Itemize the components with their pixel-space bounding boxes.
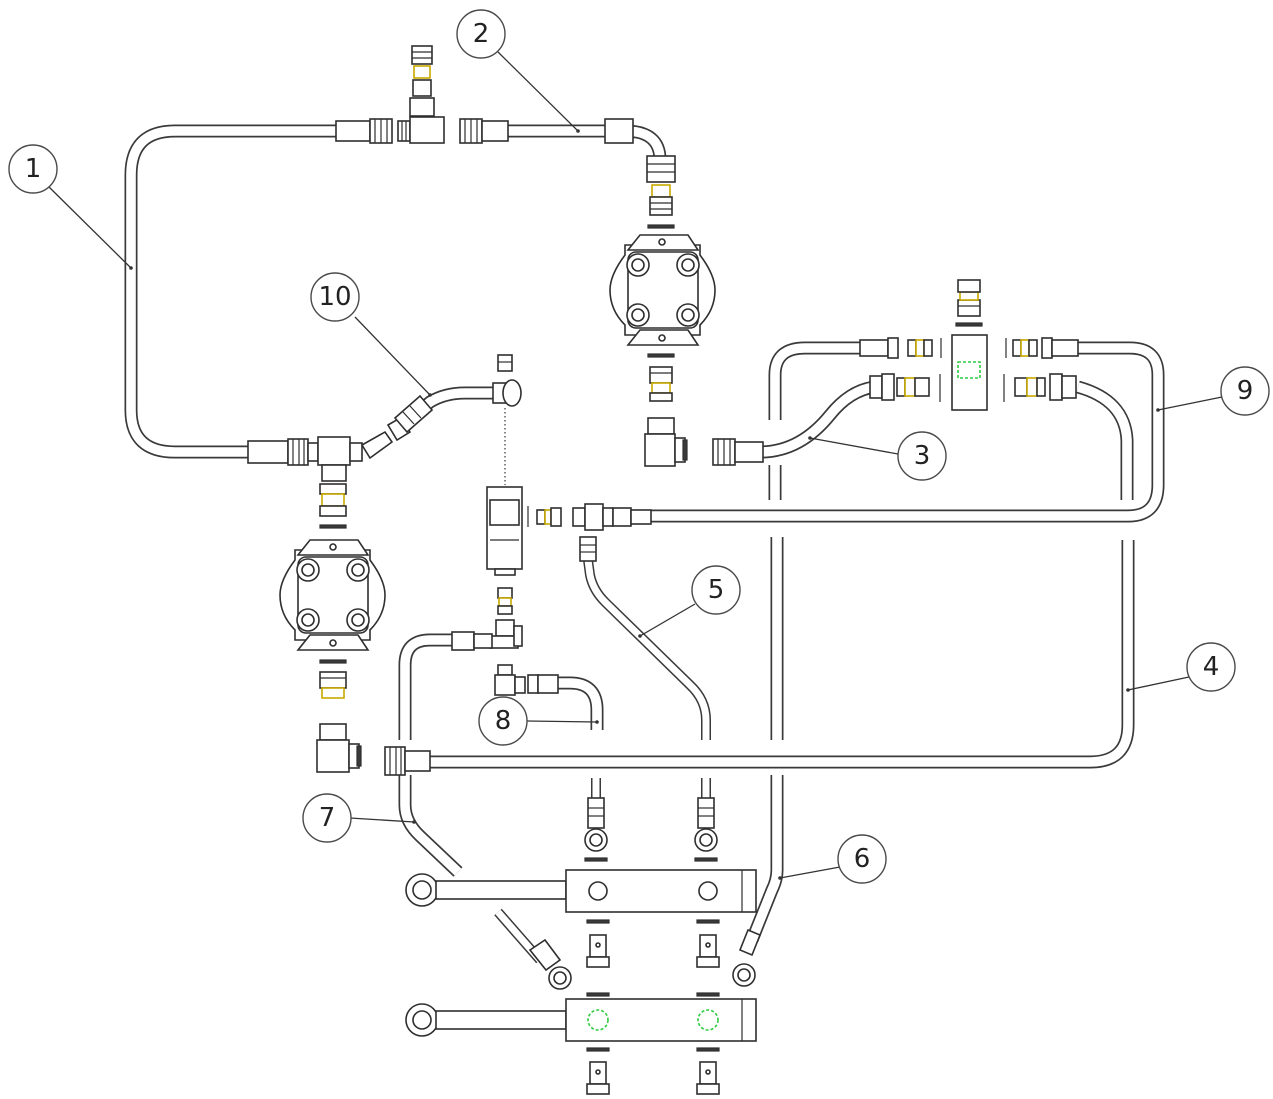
fitting-hose-10-end xyxy=(492,354,522,485)
pump-left xyxy=(279,539,386,651)
fitting-right-pump-bottom xyxy=(644,353,688,467)
fitting-center-tee xyxy=(527,503,652,562)
tee-top xyxy=(397,45,445,144)
fitting-hose-10-crimp xyxy=(393,394,434,434)
leader-lines xyxy=(47,51,1223,880)
fitting-left-pump-bottom xyxy=(316,659,362,773)
balloon-label: 9 xyxy=(1237,376,1254,406)
fitting-top-crimp-left xyxy=(335,118,393,144)
hose-9-right xyxy=(645,341,1165,523)
balloon-7: 7 xyxy=(302,793,352,843)
balloon-2: 2 xyxy=(456,9,506,59)
hose-4 xyxy=(425,540,1135,769)
fitting-hose-4-end xyxy=(384,746,431,776)
cylinder-upper xyxy=(405,869,757,913)
balloon-label: 3 xyxy=(914,441,931,471)
hose-5 xyxy=(583,559,711,740)
manifold-fittings-left xyxy=(859,337,942,402)
fitting-right-pump-top xyxy=(646,155,676,229)
balloon-5: 5 xyxy=(691,565,741,615)
hose-center-vertical xyxy=(745,537,784,943)
balloon-10: 10 xyxy=(310,272,360,322)
balloon-label: 5 xyxy=(708,575,725,605)
fitting-left-pump-top xyxy=(319,483,347,529)
balloon-label: 10 xyxy=(318,282,351,312)
cylinder-lower xyxy=(405,992,757,1095)
balloon-label: 7 xyxy=(319,803,336,833)
balloon-label: 2 xyxy=(473,19,490,49)
balloon-9: 9 xyxy=(1220,366,1270,416)
balloon-label: 6 xyxy=(854,844,871,874)
fitting-hose-1-lower-end xyxy=(247,438,309,466)
hose-8 xyxy=(555,676,604,730)
balloon-3: 3 xyxy=(897,431,947,481)
banjo-fittings-upper xyxy=(584,797,718,862)
fitting-hose-3-end xyxy=(712,438,764,466)
hose-9-left xyxy=(768,341,860,500)
hose-2 xyxy=(505,124,667,161)
filter-cartridge xyxy=(486,486,523,576)
balloon-8: 8 xyxy=(478,696,528,746)
hose-10 xyxy=(395,386,500,432)
balloon-1: 1 xyxy=(8,144,58,194)
pump-right xyxy=(609,234,716,346)
balloon-6: 6 xyxy=(837,834,887,884)
bolts-middle xyxy=(586,919,720,968)
fitting-center-lower xyxy=(451,587,559,696)
manifold-fittings-right xyxy=(1003,337,1079,402)
balloon-label: 1 xyxy=(25,154,42,184)
balloon-label: 8 xyxy=(495,706,512,736)
hose-1 xyxy=(124,124,340,459)
manifold-block xyxy=(951,279,988,411)
hose-3 xyxy=(759,380,877,459)
tee-left xyxy=(307,416,412,482)
hose-lower-stubs xyxy=(591,778,711,800)
banjo-fittings-lower xyxy=(528,928,762,990)
balloon-4: 4 xyxy=(1186,642,1236,692)
fitting-top-crimp-right xyxy=(459,118,634,144)
balloon-label: 4 xyxy=(1203,652,1220,682)
